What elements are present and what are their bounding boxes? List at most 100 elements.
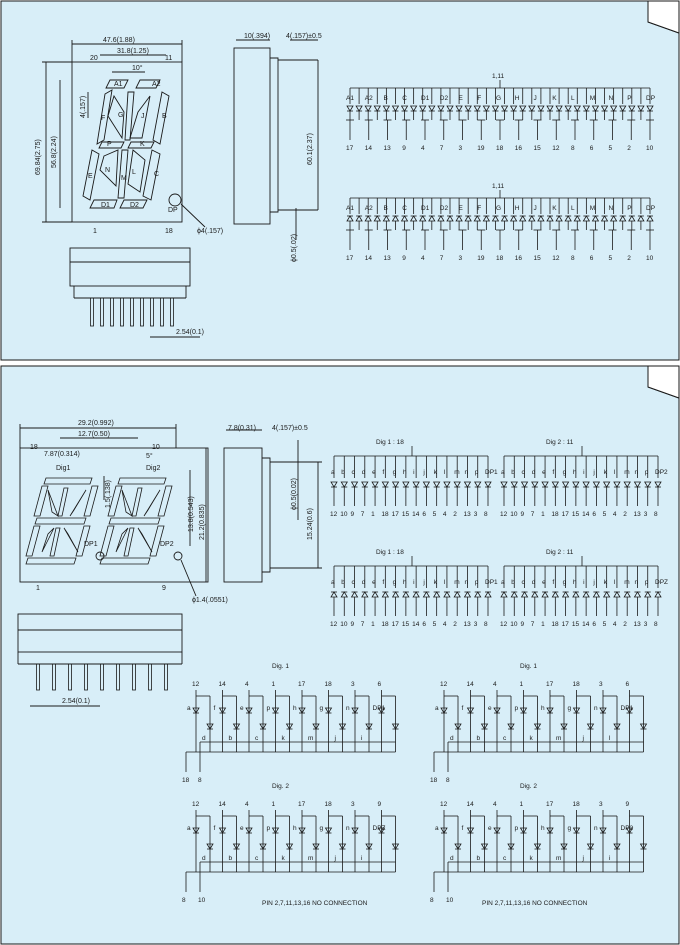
p2-seg-label: l [614, 469, 616, 476]
p2-schematic-seg: p [515, 825, 519, 832]
p1-pin-label: 6 [590, 145, 594, 152]
p1-seg-label: A2 [365, 95, 373, 102]
p1-pin-label: 13 [384, 145, 392, 152]
p1-pin-label: 7 [440, 255, 444, 262]
p2-pin-label: 9 [351, 621, 355, 628]
p2-schematic-pin: 4 [493, 801, 497, 808]
p2-schematic-pin: 3 [351, 801, 355, 808]
p1-pitch: 2.54(0.1) [176, 329, 204, 336]
p1-seg-label: A1 [346, 205, 354, 212]
p2-schematic-pin: 3 [351, 681, 355, 688]
p1-seg-label: P [627, 205, 631, 212]
p2-pin-label: 12 [330, 511, 338, 518]
p2-schematic-seg: g [320, 705, 324, 712]
p2-seg-label: f [552, 579, 554, 586]
p2-seg-label: f [382, 579, 384, 586]
p2-pin-label: 5 [603, 511, 607, 518]
p2-schematic-seg: l [609, 735, 611, 742]
p2-seg-label: n [464, 579, 468, 586]
panel-top [0, 0, 680, 361]
p1-seg-j: J [141, 113, 145, 120]
p2-seg-label: p [475, 469, 479, 476]
p2-pin-label: 2 [453, 621, 457, 628]
p2-seg-label: j [422, 469, 424, 476]
p2-schematic-seg: n [594, 825, 598, 832]
p2-pin-label: 7 [531, 511, 535, 518]
p2-schematic-bot-pin: 8 [182, 897, 186, 904]
p1-seg-label: G [496, 95, 501, 102]
p1-pin-18: 18 [165, 228, 173, 235]
p2-seg-label: g [563, 469, 567, 476]
p2-pin-label: 12 [330, 621, 338, 628]
p2-schematic-seg: DPZ [373, 825, 386, 832]
p2-pin-9: 9 [162, 585, 166, 592]
p2-seg-label: g [393, 579, 397, 586]
p2-seg-label: p [475, 579, 479, 586]
p1-seg-l: L [132, 169, 136, 176]
p2-block-4: Dig 2 : 11a12b10c9d7e1f18g17h15i14j6k5l4… [500, 549, 668, 628]
p2-schematic-seg: h [293, 705, 297, 712]
p1-pin-label: 2 [627, 255, 631, 262]
p2-schematic-seg: e [488, 705, 492, 712]
p2-seg-label: l [444, 469, 446, 476]
p2-schematic-seg: e [240, 705, 244, 712]
p1-pin-label: 15 [534, 255, 542, 262]
p1-pin-label: 12 [552, 255, 560, 262]
p1-dim-hole: 4(.157) [80, 96, 87, 118]
p2-pin-label: 2 [623, 511, 627, 518]
p2-seg-label: d [362, 579, 366, 586]
p1-seg-a1: A1 [114, 81, 123, 88]
p1-seg-n: N [105, 167, 110, 174]
p2-schematic-pin: 18 [325, 801, 333, 808]
p2-schematic-seg: a [435, 705, 439, 712]
p1-seg-label: C [402, 95, 407, 102]
p2-seg-label: i [413, 579, 414, 586]
p2-pin-label: 3 [474, 511, 478, 518]
p2-schematic-pin: 18 [325, 681, 333, 688]
p2-block-2: Dig 2 : 11a12b10c9d7e1f18g17h15i14j6k5l4… [500, 439, 668, 518]
p2-side-top: 7.8(0.31) [228, 425, 256, 432]
p1-pin-label: 5 [609, 145, 613, 152]
p1-side-pin: 4(.157)±0.5 [286, 33, 322, 40]
p2-schematic-seg: i [361, 735, 362, 742]
p2-schematic-seg: d [202, 735, 206, 742]
p2-pin-label: 13 [633, 511, 641, 518]
p1-seg-label: DP [646, 95, 655, 102]
p1-seg-label: H [515, 95, 520, 102]
p2-schematic-pin: 9 [626, 801, 630, 808]
p2-schematic-seg: c [503, 855, 507, 862]
p2-schematic-pin: 12 [192, 681, 200, 688]
p2-pin-label: 13 [463, 511, 471, 518]
p2-seg-label: f [382, 469, 384, 476]
p2-pin-label: 1 [541, 621, 545, 628]
p1-pin-1: 1 [93, 228, 97, 235]
p2-pin-label: 13 [463, 621, 471, 628]
p1-dim-width: 47.6(1.88) [103, 37, 135, 44]
p2-pin-18: 18 [30, 444, 38, 451]
p2-seg-label: p [645, 579, 649, 586]
p2-pin-label: 17 [392, 511, 400, 518]
p2-schematic-bot-pin: 8 [430, 897, 434, 904]
p2-schematic-bot-pin: 18 [430, 777, 438, 784]
p2-schematic-pin: 12 [440, 801, 448, 808]
p2-pin-label: 6 [592, 511, 596, 518]
p2-schematic-seg: b [229, 735, 233, 742]
p2-seg-label: p [645, 469, 649, 476]
p1-seg-label: L [571, 95, 575, 102]
p1-seg-c: C [154, 171, 159, 178]
p2-seg-label: a [331, 579, 335, 586]
p2-pin-label: 8 [654, 511, 658, 518]
p1-dim-height: 69.84(2.75) [35, 139, 42, 175]
p2-schematic-seg: f [462, 705, 464, 712]
p1-pin-label: 3 [459, 145, 463, 152]
p2-seg-label: e [372, 579, 376, 586]
p1-front-labels: 47.6(1.88) 31.8(1.25) 20 11 10° 69.84(2.… [35, 37, 223, 235]
p2-seg-label: n [634, 579, 638, 586]
p2-schematic-seg: h [541, 705, 545, 712]
p2-schematic-pin: 4 [245, 681, 249, 688]
p2-dim-seg-h: 13.8(0.543) [188, 496, 195, 532]
p2-pin-label: 2 [453, 511, 457, 518]
p1-seg-label: F [477, 95, 481, 102]
p2-pin-label: 18 [381, 511, 389, 518]
